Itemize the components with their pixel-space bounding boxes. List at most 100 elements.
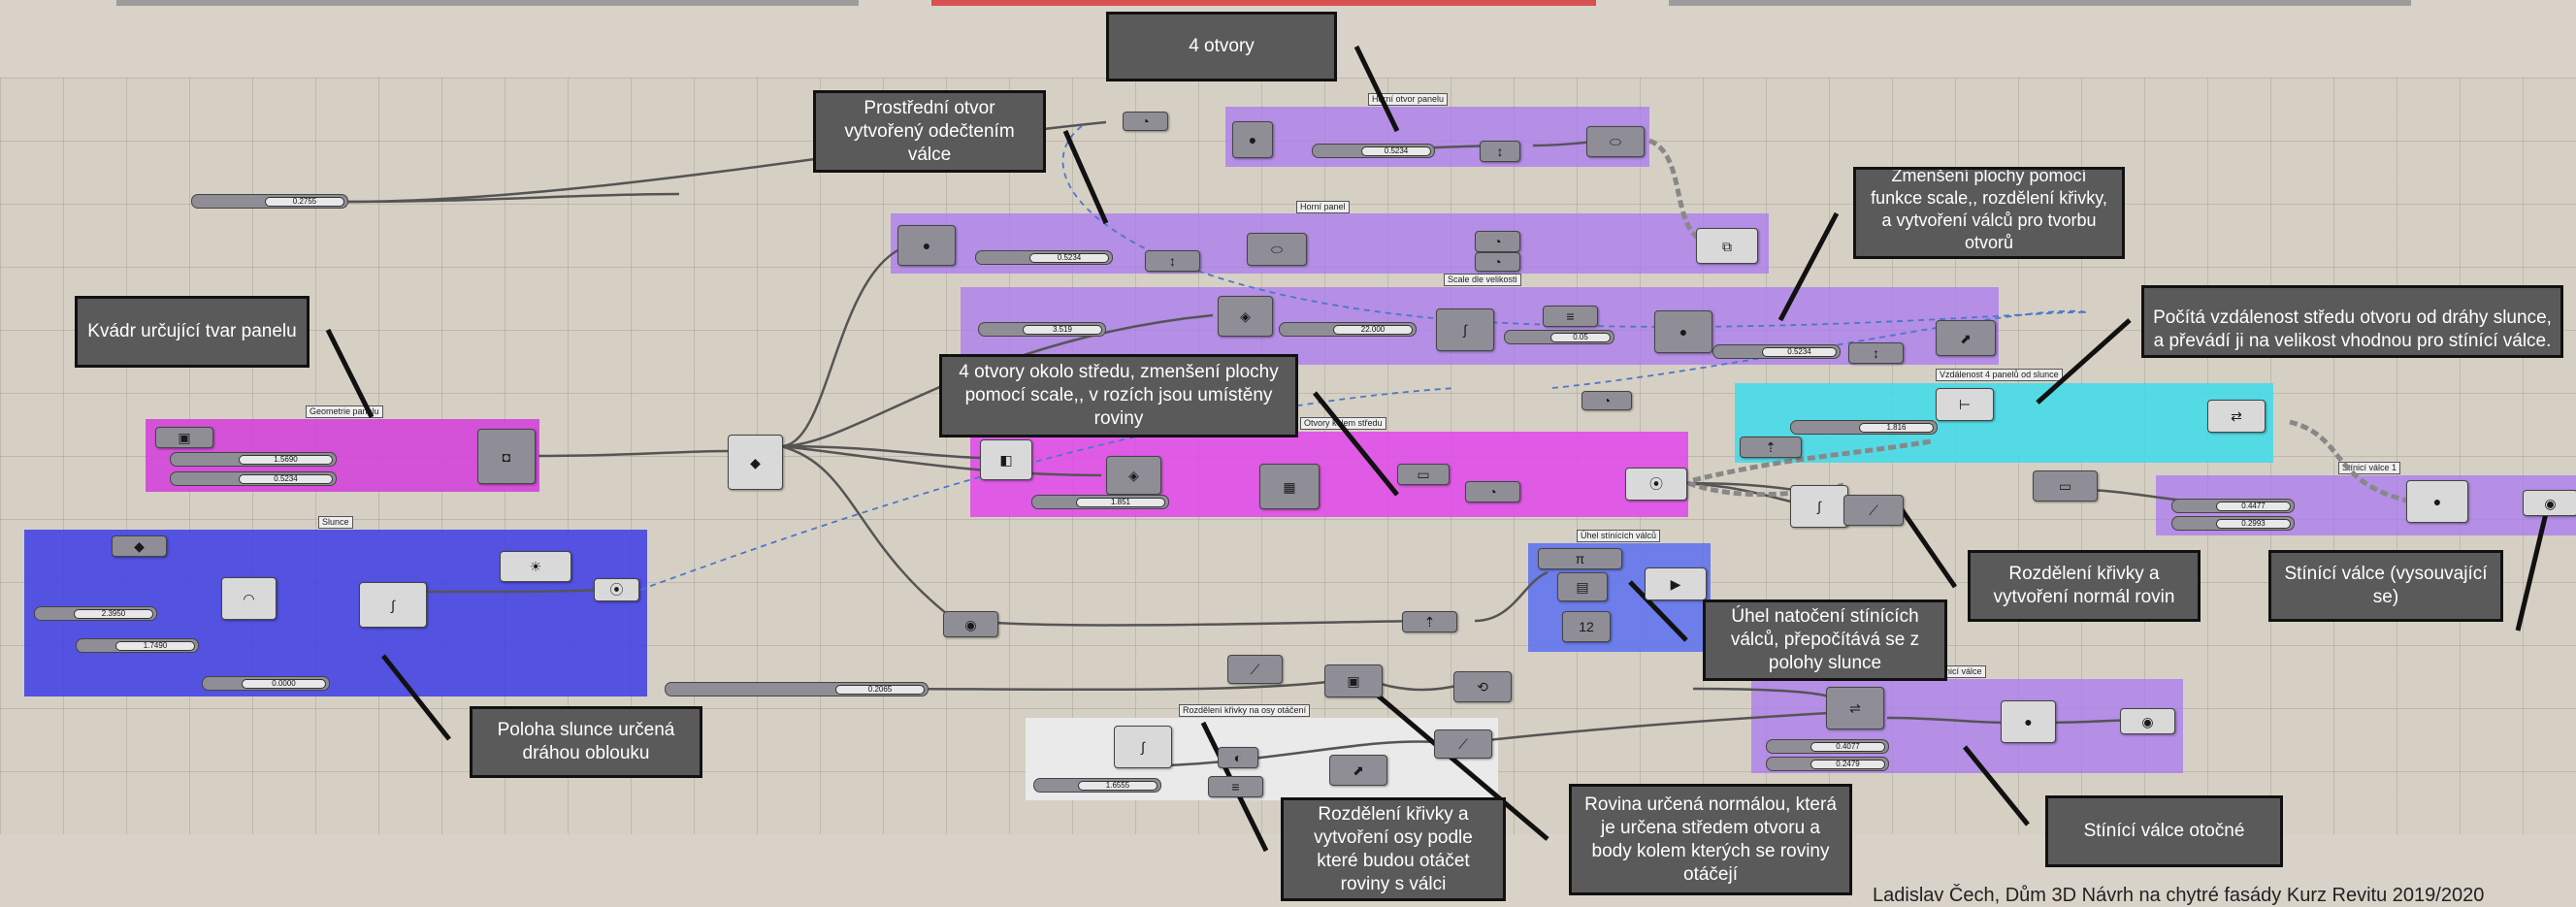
number-slider[interactable]: 0.5234 <box>1712 344 1841 359</box>
cylinder-component-2[interactable]: ⬭ <box>1247 233 1307 266</box>
preview-component-2[interactable]: ◉ <box>2120 708 2175 734</box>
sun-point-component[interactable]: ☀ <box>500 551 571 582</box>
pi-component[interactable]: π <box>1538 548 1622 569</box>
switch-param-2[interactable]: ◐ <box>1218 747 1258 768</box>
move-component[interactable]: ↕ <box>1480 141 1520 162</box>
number-slider[interactable]: 1.816 <box>1790 420 1938 435</box>
move-component-3[interactable]: ⬈ <box>1329 755 1387 786</box>
switch-param[interactable]: ◔ <box>1581 391 1632 410</box>
number-slider[interactable]: 0.5234 <box>975 250 1113 265</box>
preview-component[interactable]: ◉ <box>2523 490 2576 516</box>
group-top-hole[interactable] <box>1225 107 1649 167</box>
number-component[interactable]: 12 <box>1562 611 1611 642</box>
distance-component[interactable]: ⦿ <box>1625 468 1687 501</box>
move-component-2[interactable]: ⬈ <box>1936 320 1996 356</box>
cylinder-component-4[interactable]: ● <box>2406 480 2468 523</box>
number-icon: ⇡ <box>1423 614 1436 630</box>
closest-point-component[interactable]: ⊢ <box>1936 388 1994 421</box>
cylinder-component[interactable]: ⬭ <box>1586 126 1645 157</box>
arc-component[interactable]: ◠ <box>221 577 277 620</box>
slider-value: 0.2065 <box>835 685 925 695</box>
remap-component[interactable]: ⇄ <box>2207 400 2266 433</box>
slider-value: 2.3950 <box>74 609 153 619</box>
box-icon: ▣ <box>178 430 191 445</box>
cylinder-component-3[interactable]: ● <box>1654 310 1712 353</box>
cylinder-component-5[interactable]: ● <box>2001 700 2056 743</box>
rotate-plane-component[interactable]: ⇌ <box>1826 687 1884 729</box>
wire <box>780 241 928 448</box>
wire <box>780 313 1214 448</box>
center-box-param[interactable]: ▣ <box>155 427 213 448</box>
cylinder-icon: ◉ <box>2141 713 2154 729</box>
curve-param[interactable]: ∫ <box>1790 485 1848 528</box>
brep-param[interactable]: ◆ <box>728 435 783 490</box>
number-slider[interactable]: 0.2755 <box>191 194 348 209</box>
number-slider[interactable]: 0.2993 <box>2171 516 2295 531</box>
vector-icon: ↕ <box>1169 253 1176 269</box>
plane-origin-component[interactable]: ▭ <box>2033 470 2098 502</box>
number-slider[interactable]: 0.05 <box>1504 330 1614 344</box>
difference-component[interactable]: ◔ <box>1475 231 1520 252</box>
divide-curve-component[interactable]: ∫ <box>1436 308 1494 351</box>
number-slider[interactable]: 0.5234 <box>1312 144 1435 158</box>
number-slider[interactable]: 1.6555 <box>1033 778 1161 793</box>
angle-component[interactable]: ⇡ <box>1402 611 1457 632</box>
plane-normal-component[interactable]: ▣ <box>1324 664 1383 697</box>
grid-component[interactable]: ▦ <box>1259 464 1320 509</box>
evaluate-curve-component[interactable]: ∫ <box>359 582 427 628</box>
number-slider[interactable]: 0.5234 <box>170 471 337 486</box>
number-slider[interactable]: 0.4477 <box>2171 499 2295 513</box>
panel-param[interactable]: ◆ <box>112 535 167 557</box>
multiplication-component[interactable]: ▤ <box>1557 572 1608 601</box>
math-icon: ▤ <box>1576 579 1589 595</box>
play-icon: ▶ <box>1670 576 1681 592</box>
number-slider[interactable]: 22.000 <box>1279 322 1417 337</box>
area-component[interactable]: ◉ <box>943 611 998 637</box>
number-slider[interactable]: 1.5690 <box>170 452 337 467</box>
number-slider[interactable]: 1.851 <box>1031 495 1169 509</box>
plane-component-2[interactable]: ◔ <box>1465 481 1520 502</box>
cylinder-icon: ◉ <box>2544 495 2557 511</box>
rotate-component[interactable]: ⟲ <box>1453 671 1512 702</box>
number-slider[interactable]: 0.4077 <box>1766 739 1889 754</box>
number-slider[interactable]: 1.7490 <box>76 638 199 653</box>
slider-value: 22.000 <box>1333 325 1413 335</box>
number-slider[interactable]: 2.3950 <box>34 606 157 621</box>
dotted-wire <box>1687 480 1844 498</box>
negate-param[interactable]: ◔ <box>1123 112 1168 131</box>
group-label-upper-panel: Horní panel <box>1296 201 1350 213</box>
brep-component[interactable]: ● <box>1232 121 1273 158</box>
group-label-box: Geometrie panelu <box>306 405 383 418</box>
perp-frame-component[interactable]: ⟋ <box>1843 495 1904 526</box>
group-label-angle: Úhel stínících válců <box>1577 530 1661 542</box>
vector-component-2[interactable]: ↕ <box>1848 342 1904 364</box>
vector-component[interactable]: ↕ <box>1145 250 1200 272</box>
switch-icon: ◔ <box>1488 484 1497 500</box>
sun-point-param[interactable]: ⦿ <box>594 578 639 601</box>
divide-curve-component-2[interactable]: ∫ <box>1114 726 1172 768</box>
number-slider[interactable]: 0.2065 <box>665 682 929 696</box>
number-slider[interactable]: 0.2479 <box>1766 757 1889 771</box>
scale-component-2[interactable]: ◈ <box>1106 456 1161 495</box>
scale-component[interactable]: ◈ <box>1218 296 1273 337</box>
degrees-component[interactable]: ▶ <box>1645 567 1707 600</box>
list-icon: ≡ <box>1566 308 1575 324</box>
solid-difference-component[interactable]: ⧉ <box>1696 228 1758 264</box>
slider-value: 0.5234 <box>1762 347 1837 357</box>
number-param[interactable]: ⇡ <box>1740 437 1802 458</box>
list-item-component[interactable]: ≡ <box>1543 306 1598 327</box>
number-slider[interactable]: 0.0000 <box>202 676 330 691</box>
brep-component-2[interactable]: ● <box>897 225 956 266</box>
difference-component-2[interactable]: ◔ <box>1475 252 1520 272</box>
number-slider[interactable]: 3.519 <box>978 322 1106 337</box>
line-component-2[interactable]: ⟋ <box>1434 729 1492 759</box>
note-4-openings: 4 otvory <box>1106 12 1337 81</box>
deconstruct-brep[interactable]: ◧ <box>980 439 1032 480</box>
cylinder-icon: ⬭ <box>1610 134 1621 149</box>
line-component[interactable]: ⟋ <box>1227 655 1283 684</box>
box-component[interactable]: ◘ <box>477 429 536 484</box>
plane-component[interactable]: ▭ <box>1397 464 1450 485</box>
slider-value: 0.0000 <box>242 679 326 689</box>
list-item-component-2[interactable]: ≡ <box>1208 776 1263 797</box>
